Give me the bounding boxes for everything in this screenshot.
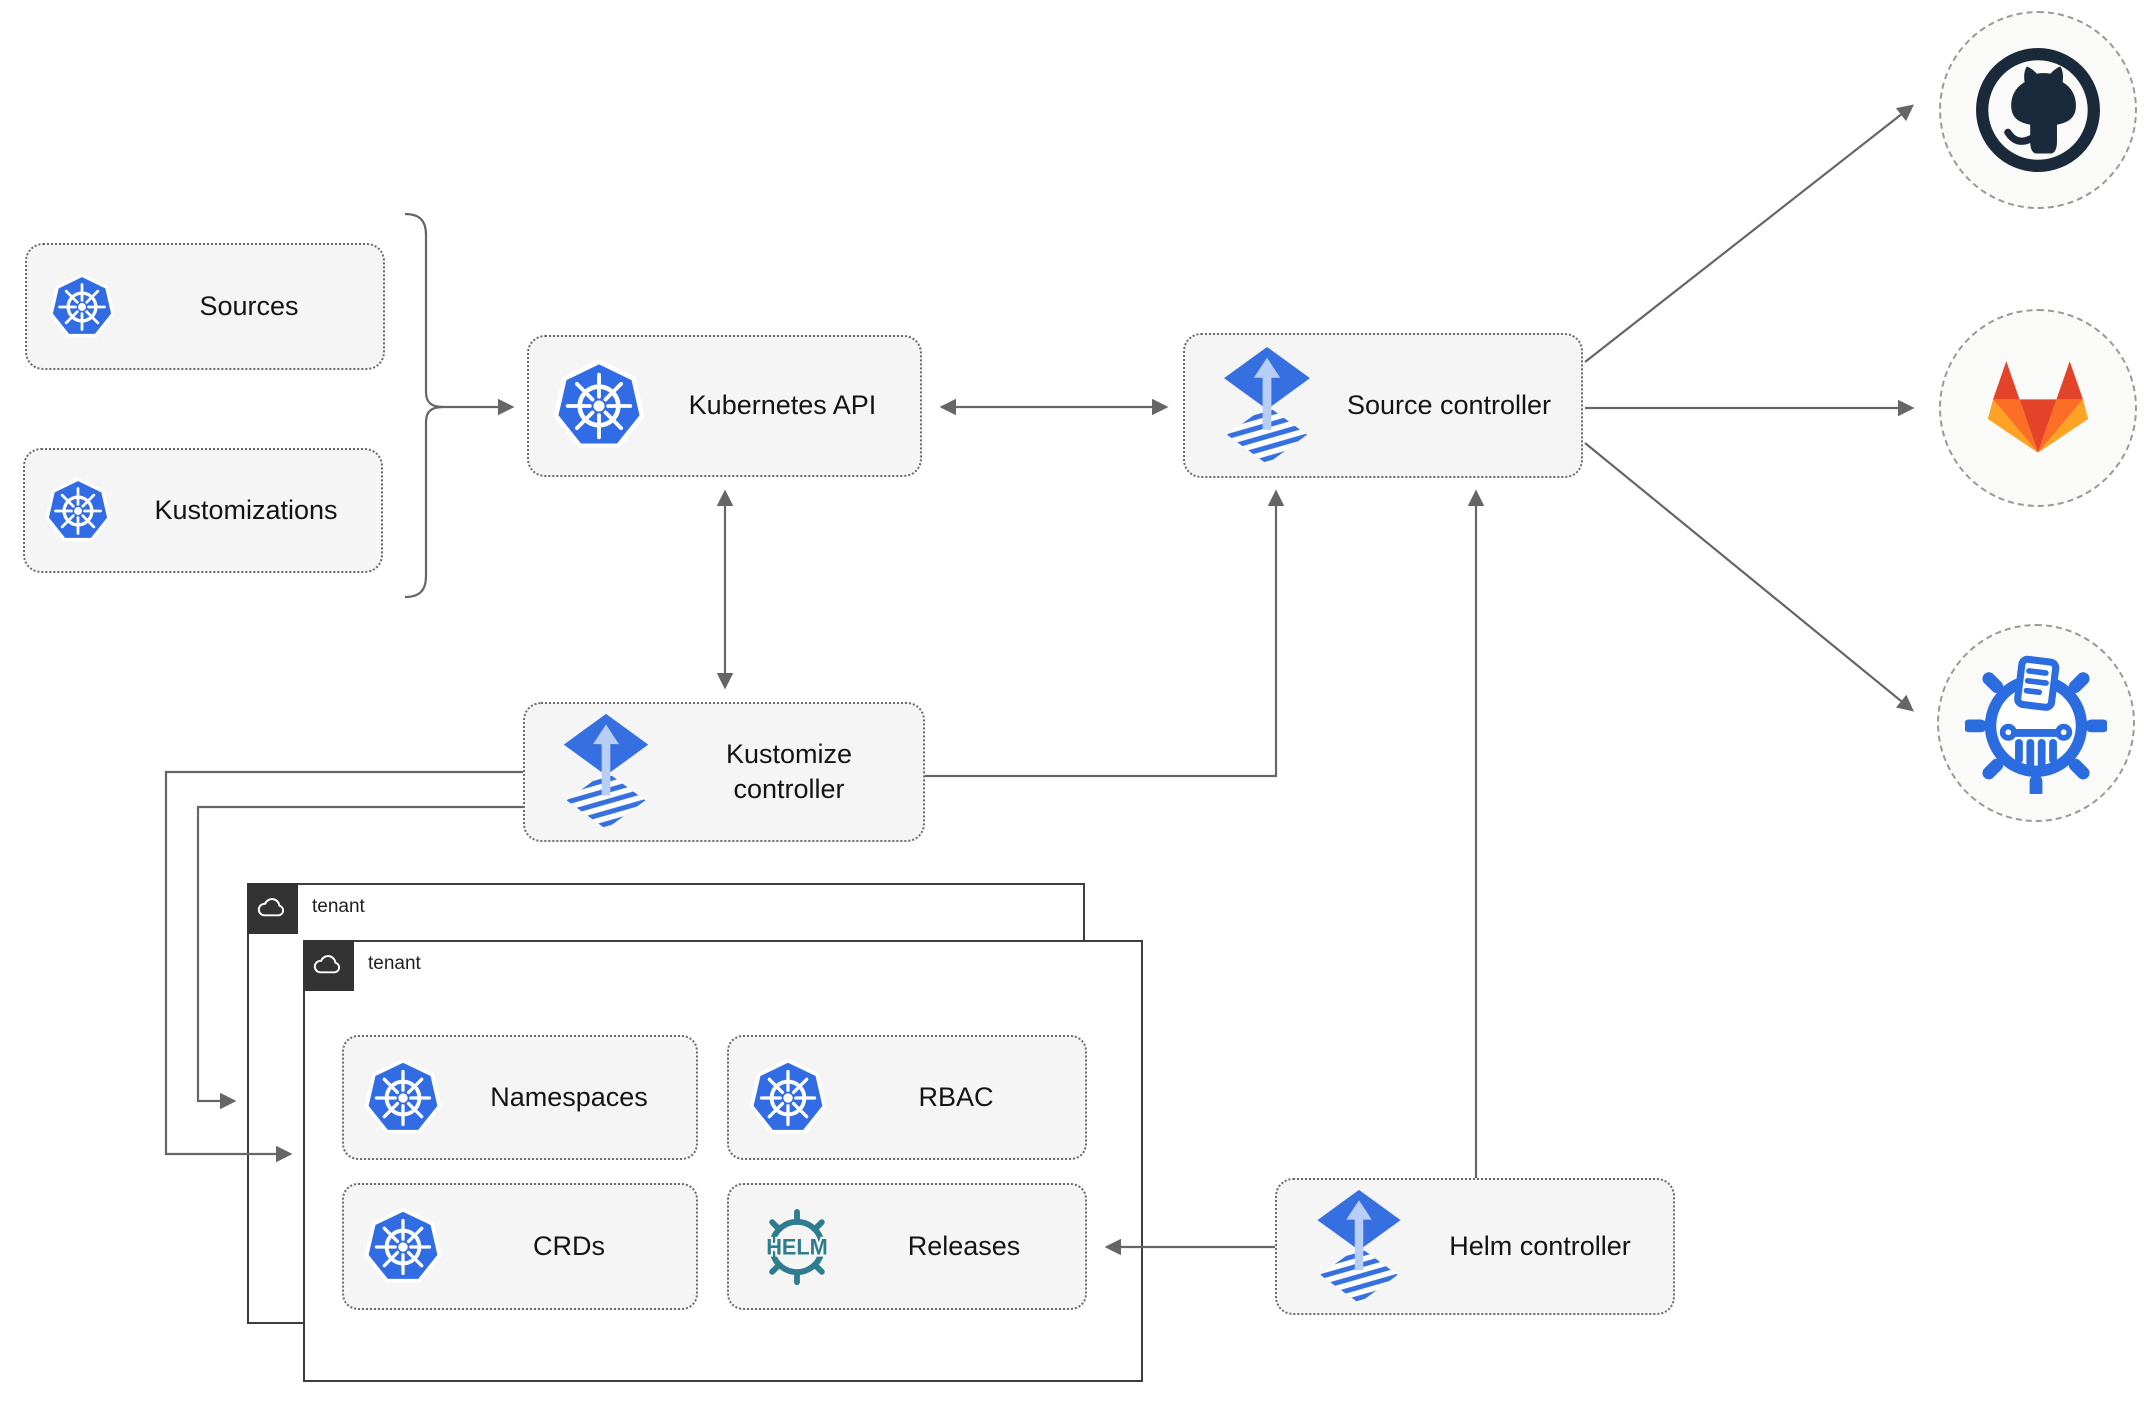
kubernetes-icon [364, 1208, 442, 1286]
endpoint-chartmuseum [1937, 624, 2135, 822]
node-label: Kustomize controller [725, 738, 853, 804]
helm-logo-text: HELM [766, 1234, 828, 1259]
tenant-label: tenant [312, 896, 365, 917]
tenant-box-front: tenant [302, 939, 1143, 1382]
chartmuseum-icon [1965, 655, 2107, 794]
node-label: Kustomizations [154, 494, 338, 525]
edge-source-to-chartmuseum [1584, 442, 1914, 712]
gitlab-icon [1987, 361, 2089, 453]
node-kustomizations: Kustomizations [23, 448, 383, 573]
github-icon [1976, 48, 2100, 172]
edge-kustomize-to-source [925, 489, 1285, 778]
node-kubernetes-api: Kubernetes API [527, 335, 922, 477]
kubernetes-icon [364, 1059, 442, 1137]
node-crds: CRDs [342, 1183, 698, 1310]
edge-source-to-github [1584, 104, 1914, 363]
node-helm-controller: Helm controller [1275, 1178, 1675, 1315]
kubernetes-icon [45, 478, 111, 544]
kubernetes-icon [49, 274, 115, 340]
cloud-icon [302, 939, 354, 991]
node-namespaces: Namespaces [342, 1035, 698, 1160]
node-label: Sources [199, 290, 299, 321]
flux-icon [557, 712, 655, 832]
node-source-controller: Source controller [1183, 333, 1583, 478]
node-label: Kubernetes API [688, 390, 877, 421]
brace-lower-half [404, 405, 444, 599]
node-label: CRDs [533, 1230, 605, 1261]
endpoint-github [1939, 11, 2137, 209]
node-label: Releases [907, 1230, 1021, 1261]
node-releases: HELM Releases [727, 1183, 1087, 1310]
node-label: Helm controller [1449, 1230, 1631, 1261]
node-kustomize-controller: Kustomize controller [523, 702, 925, 842]
node-label: RBAC [918, 1081, 994, 1112]
flux-icon [1217, 345, 1317, 467]
node-sources: Sources [25, 243, 385, 370]
node-rbac: RBAC [727, 1035, 1087, 1160]
brace-sources-to-api [404, 212, 515, 416]
node-label: Namespaces [490, 1081, 648, 1112]
kubernetes-icon [749, 1059, 827, 1137]
kubernetes-icon [553, 360, 645, 452]
tenant-label: tenant [368, 953, 421, 974]
helm-icon: HELM [764, 1208, 830, 1285]
cloud-icon [246, 882, 298, 934]
flux-icon [1311, 1188, 1407, 1306]
node-label: Source controller [1346, 389, 1552, 420]
endpoint-gitlab [1939, 309, 2137, 507]
